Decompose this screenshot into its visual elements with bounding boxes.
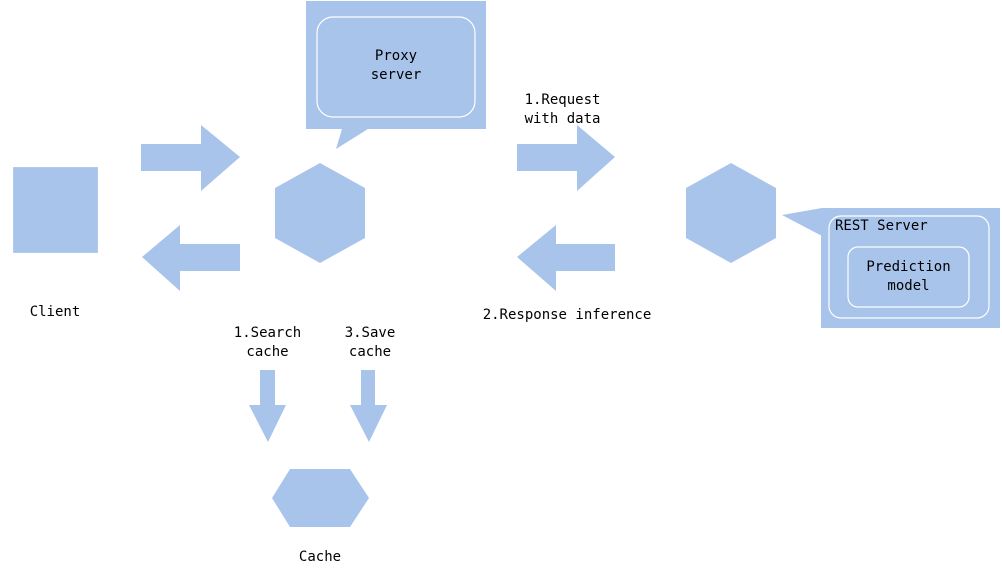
prediction-model-box[interactable]	[847, 246, 970, 308]
request-with-data-label: 1.Request with data	[524, 92, 601, 127]
client-to-proxy-arrow	[141, 125, 240, 191]
proxy-hexagon[interactable]	[275, 163, 365, 263]
save-cache-label: 3.Save cache	[344, 325, 396, 360]
rest-hexagon[interactable]	[686, 163, 776, 263]
search-cache-label: 1.Search cache	[233, 325, 302, 360]
prediction-model-label: Prediction model	[866, 259, 951, 294]
proxy-server-label: Proxy server	[370, 48, 422, 83]
proxy-callout[interactable]	[306, 1, 486, 149]
cache-hexagon[interactable]	[272, 469, 369, 527]
rest-callout-inner	[828, 215, 990, 319]
response-arrow	[517, 225, 615, 291]
rest-callout-body	[821, 208, 1000, 328]
search-cache-arrow	[249, 370, 286, 442]
rest-server-label: REST Server	[835, 218, 928, 234]
proxy-to-client-arrow	[142, 225, 240, 291]
response-inference-label: 2.Response inference	[482, 307, 652, 323]
save-cache-arrow	[350, 370, 387, 442]
proxy-callout-inner	[316, 16, 476, 118]
client-label: Client	[29, 304, 81, 320]
client-box-border	[11, 165, 100, 255]
request-arrow	[517, 125, 615, 191]
client-box[interactable]	[12, 166, 99, 254]
cache-label: Cache	[298, 549, 342, 565]
